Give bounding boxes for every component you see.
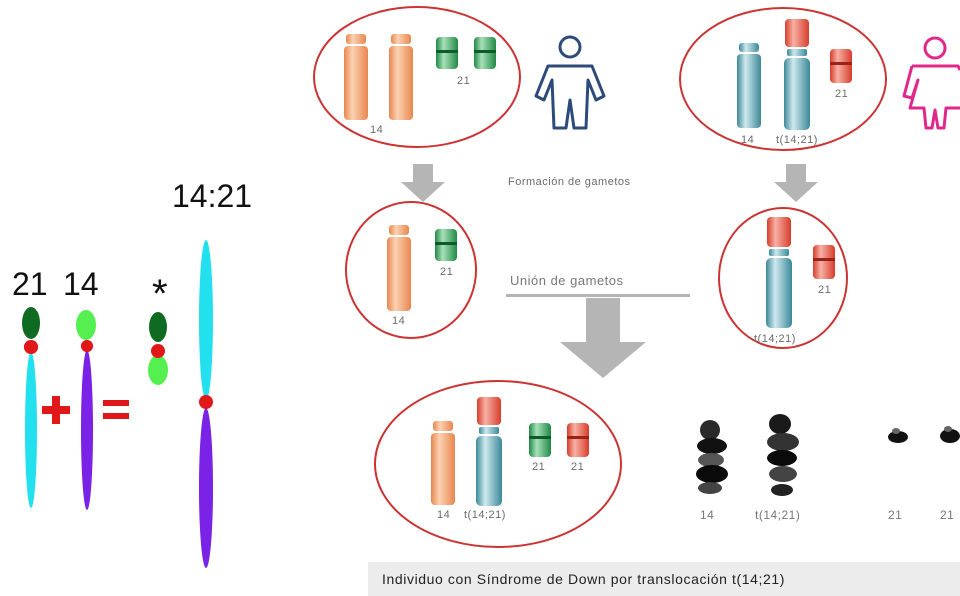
offspring-chromosome-14 [431,421,455,505]
left-small-fragment [148,312,168,385]
father-label-14: 14 [370,124,384,136]
offspring-circle [374,380,622,548]
karyotype-chromosome-14 [696,420,728,494]
caption-bar: Individuo con Síndrome de Down por trans… [368,562,960,596]
mother-label-21: 21 [835,88,849,100]
father-gamete-chromosome-14 [387,225,411,311]
mother-chromosome-14 [737,43,761,128]
mother-gamete-circle [718,207,848,349]
karyotype-label-21-a: 21 [888,508,903,522]
left-translocation-chromosome [199,240,213,568]
karyotype-label-14: 14 [700,508,715,522]
mother-chromosome-21 [830,49,852,83]
label-21: 21 [12,266,48,302]
karyotype-chromosome-21-a [888,428,908,443]
mother-translocation-chromosome [784,19,810,130]
father-chromosome-14-b [389,34,413,120]
offspring-translocation [476,397,502,506]
label-14: 14 [63,266,99,302]
karyotype-label-21-b: 21 [940,508,955,522]
mother-gamete-label-21: 21 [818,284,832,296]
union-line [506,294,690,297]
offspring-chromosome-21-red [567,423,589,457]
father-gamete-label-21: 21 [440,266,454,278]
offspring-label-14: 14 [437,509,451,521]
mother-gamete-chromosome-21 [813,245,835,279]
father-label-21: 21 [457,75,471,87]
left-chromosome-21 [22,307,40,508]
equals-sign [103,400,129,419]
mother-label-translocation: t(14;21) [776,134,818,146]
karyotype-chromosome-21-b [940,426,960,443]
father-chromosome-14-a [344,34,368,120]
father-gamete-chromosome-21 [435,229,457,261]
arrow-mother-down [774,164,818,202]
offspring-label-21-a: 21 [532,461,546,473]
mother-gamete-label-translocation: t(14;21) [754,333,796,345]
offspring-chromosome-21-green [529,423,551,457]
mother-gamete-translocation [766,217,792,328]
father-gamete-circle [345,201,477,339]
offspring-label-translocation: t(14;21) [464,509,506,521]
arrow-union-down [560,298,646,378]
asterisk: * [152,272,168,316]
father-gamete-label-14: 14 [392,315,406,327]
arrow-father-down [401,164,445,202]
caption-text: Individuo con Síndrome de Down por trans… [382,571,786,587]
mother-label-14: 14 [741,134,755,146]
union-label: Unión de gametos [510,273,624,288]
mother-circle [679,7,887,151]
father-circle [313,6,521,148]
label-14-21: 14:21 [172,178,253,214]
plus-sign [42,396,70,424]
father-chromosome-21-b [474,37,496,69]
offspring-label-21-b: 21 [571,461,585,473]
karyotype-translocation [767,414,799,496]
karyotype-label-translocation: t(14;21) [755,508,801,522]
father-chromosome-21-a [436,37,458,69]
left-chromosome-14 [76,310,96,510]
formation-label: Formación de gametos [508,176,631,188]
male-icon [534,35,606,130]
female-icon [902,36,960,130]
